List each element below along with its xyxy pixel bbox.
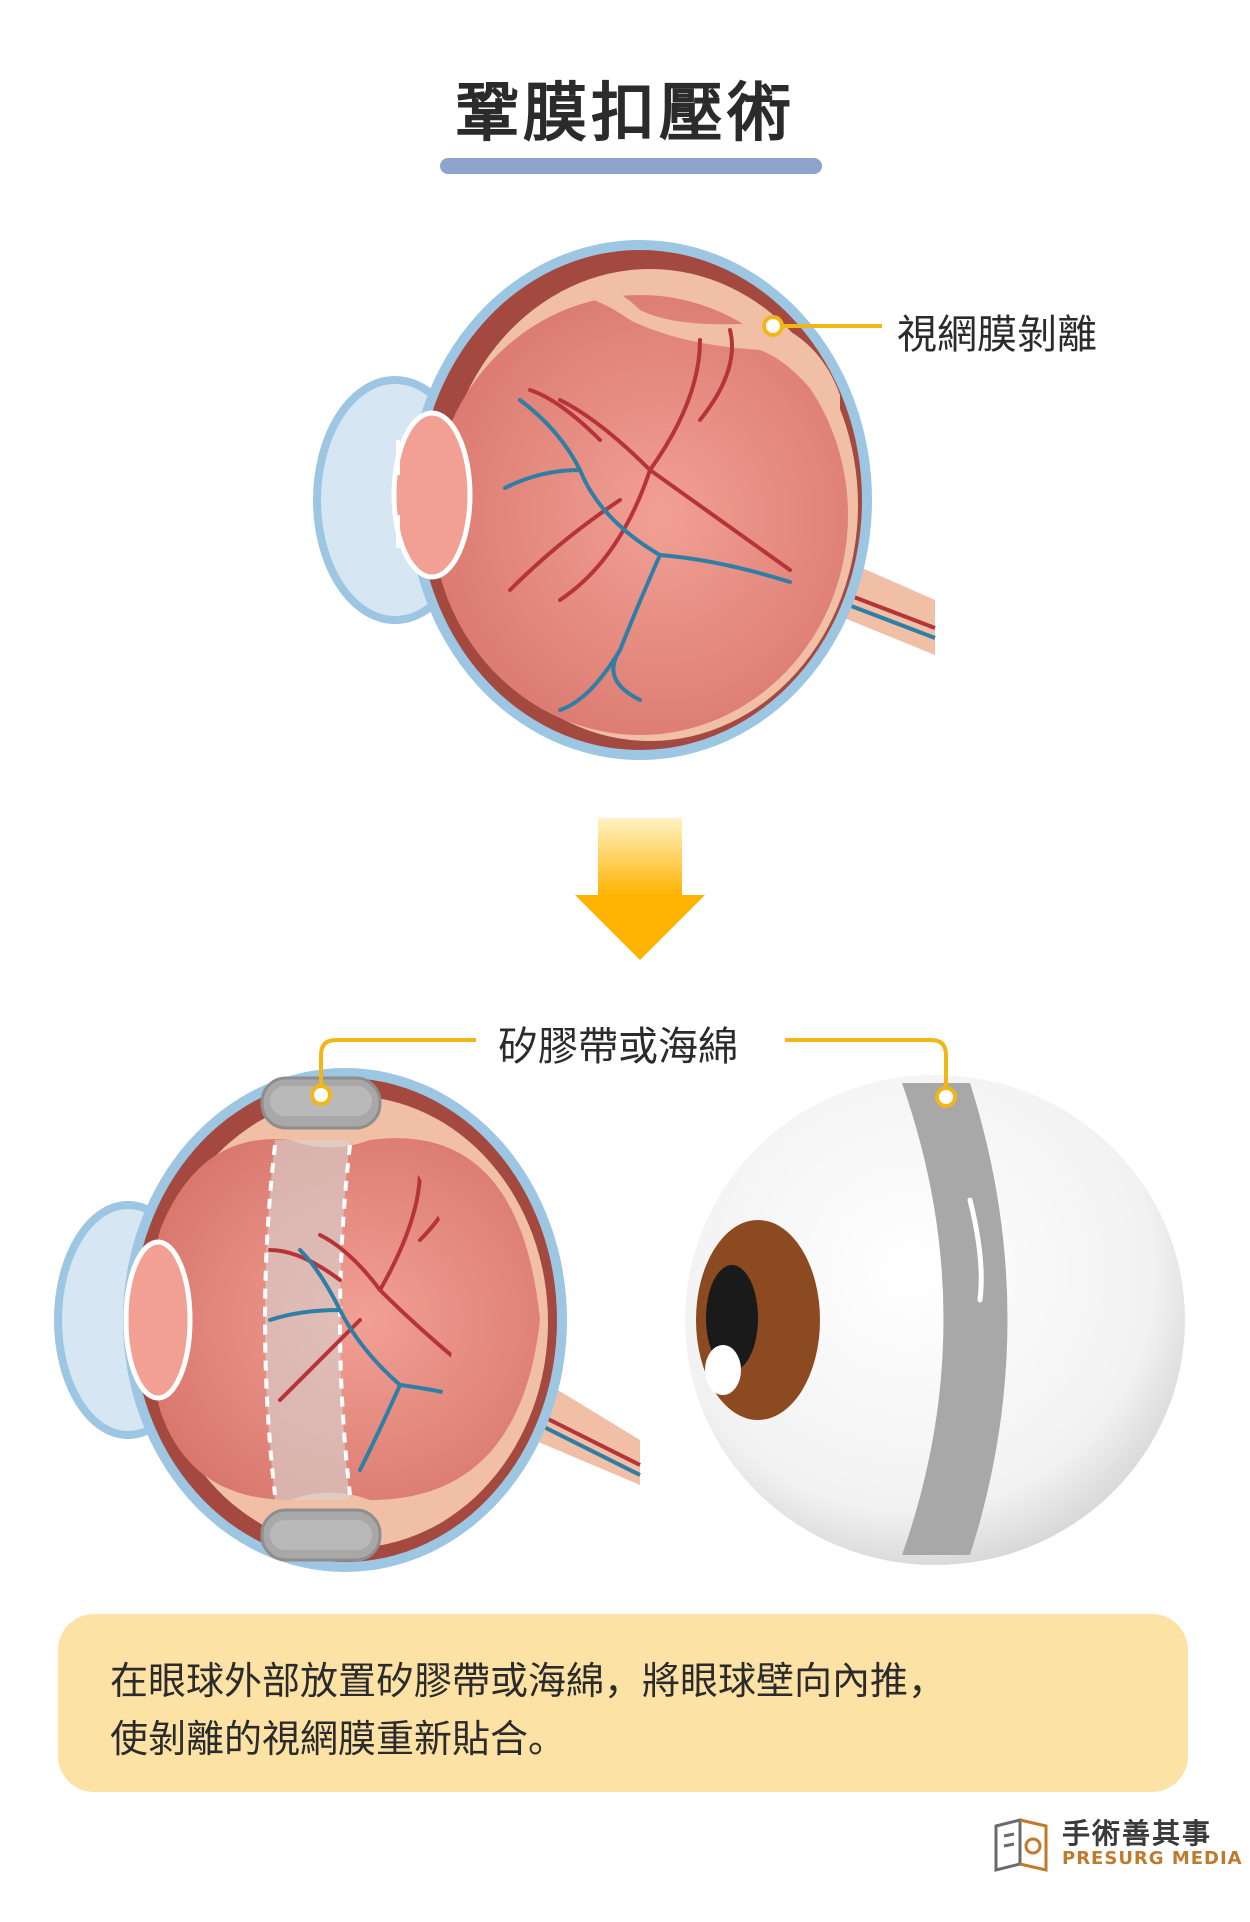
lens (391, 410, 473, 580)
pupil (706, 1265, 758, 1371)
retinal-vessels (503, 328, 792, 712)
band-callout-line-right (785, 1038, 948, 1088)
band-section (265, 1140, 350, 1500)
description-line-2: 使剝離的視網膜重新貼合。 (110, 1717, 567, 1761)
buckled-eye-exterior (685, 1075, 1185, 1565)
silicone-band (902, 1083, 1008, 1555)
vitreous (432, 295, 848, 735)
band-callout-dot-right (935, 1086, 957, 1108)
silicone-band-label: 矽膠帶或海綿 (498, 1024, 738, 1070)
description-line-1: 在眼球外部放置矽膠帶或海綿，將眼球壁向內推， (110, 1659, 947, 1703)
lens-2 (123, 1239, 193, 1401)
description-box: 在眼球外部放置矽膠帶或海綿，將眼球壁向內推， 使剝離的視網膜重新貼合。 (58, 1614, 1188, 1792)
retinal-detachment-label: 視網膜剝離 (897, 312, 1097, 358)
logo-name: 手術善其事 (1062, 1817, 1213, 1850)
band-callout-dot-left (310, 1084, 332, 1106)
detachment-callout-dot (762, 315, 784, 337)
retinal-vessels-2 (268, 1163, 455, 1472)
buckled-eye-section (54, 1068, 641, 1572)
eyeball-white (685, 1075, 1185, 1565)
detached-retina-fold (560, 284, 840, 430)
detached-retina-eye (313, 240, 936, 760)
title-underline (440, 158, 822, 174)
description-text: 在眼球外部放置矽膠帶或海綿，將眼球壁向內推， 使剝離的視網膜重新貼合。 (110, 1652, 1148, 1768)
brand-logo: 手術善其事 PRESURG MEDIA (990, 1812, 1242, 1876)
band-callout-line-left (319, 1038, 476, 1086)
presurg-logo-icon (994, 1818, 1048, 1872)
logo-subtitle: PRESURG MEDIA (1062, 1848, 1243, 1869)
down-arrow-icon (575, 818, 705, 960)
page-title: 鞏膜扣壓術 (455, 77, 795, 151)
pupil-highlight (705, 1345, 741, 1395)
